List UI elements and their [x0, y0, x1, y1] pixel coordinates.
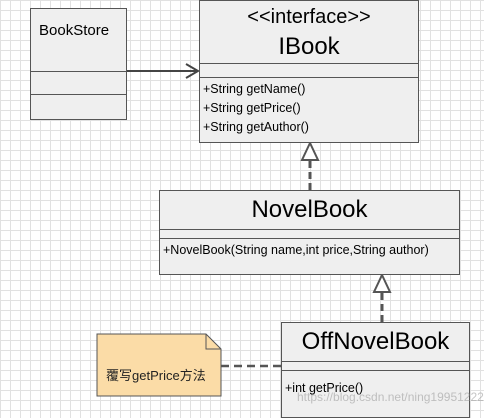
novelbook-attributes-section [160, 229, 459, 238]
bookstore-attributes-section [31, 71, 126, 94]
note-shape [96, 333, 222, 397]
class-name: IBook [278, 33, 340, 60]
bookstore-name-section: BookStore [31, 9, 126, 71]
method-item: +String getName() [203, 82, 306, 96]
offnovelbook-name-section: OffNovelBook [282, 323, 469, 361]
ibook-attributes-section [200, 63, 418, 77]
class-name: OffNovelBook [301, 328, 450, 355]
generalization-arrowhead [372, 272, 392, 293]
offnovelbook-attributes-section [282, 361, 469, 370]
note-fold [205, 334, 221, 350]
class-name: NovelBook [251, 196, 368, 223]
bookstore-methods-section [31, 94, 126, 120]
novelbook-name-section: NovelBook [160, 191, 459, 229]
class-name: BookStore [39, 22, 110, 39]
method-item: +NovelBook(String name,int price,String … [163, 243, 429, 257]
ibook-methods-section: +String getName() +String getPrice() +St… [200, 77, 418, 143]
watermark-text: https://blog.csdn.net/ning19951222 [297, 390, 484, 404]
note-label: 覆写getPrice方法 [106, 368, 206, 383]
offnovelbook-methods-section: +int getPrice() [282, 370, 469, 418]
class-ibook[interactable]: <<interface>> IBook +String getName() +S… [199, 0, 419, 143]
novelbook-methods-section: +NovelBook(String name,int price,String … [160, 238, 459, 275]
realization-arrowhead [300, 140, 320, 161]
method-item: +String getAuthor() [203, 120, 309, 134]
interface-stereotype: <<interface>> [247, 6, 371, 28]
association-arrowhead [185, 63, 200, 79]
ibook-name-section: <<interface>> IBook [200, 1, 418, 63]
method-item: +int getPrice() [285, 381, 364, 395]
method-item: +String getPrice() [203, 101, 301, 115]
class-novelbook[interactable]: NovelBook +NovelBook(String name,int pri… [159, 190, 460, 275]
class-bookstore[interactable]: BookStore [30, 8, 127, 120]
class-offnovelbook[interactable]: OffNovelBook +int getPrice() [281, 322, 470, 418]
